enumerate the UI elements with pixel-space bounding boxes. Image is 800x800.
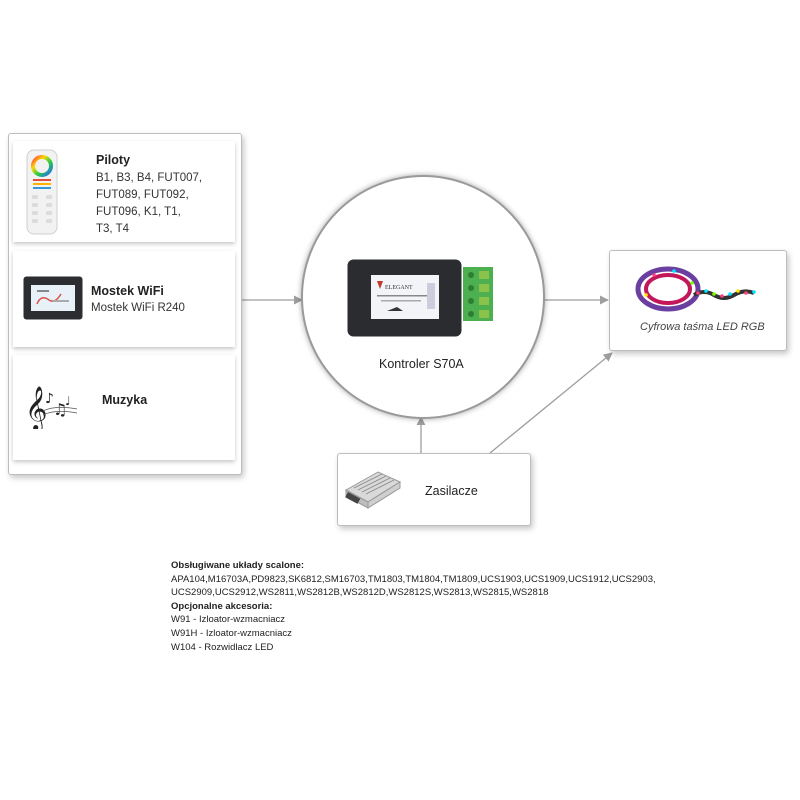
controller-brand: ELEGANT bbox=[385, 285, 413, 291]
music-title: Muzyka bbox=[102, 393, 148, 407]
svg-text:♫: ♫ bbox=[53, 400, 67, 419]
wifi-bridge-card: Mostek WiFi Mostek WiFi R240 bbox=[13, 251, 235, 347]
power-supply-label: Zasilacze bbox=[425, 484, 478, 498]
led-strip-panel: Cyfrowa taśma LED RGB bbox=[609, 250, 787, 351]
remotes-line-2: FUT089, FUT092, bbox=[96, 189, 189, 201]
arrow-power-to-strip bbox=[489, 352, 613, 454]
controller-label: Kontroler S70A bbox=[379, 357, 464, 371]
music-notes-icon: 𝄞 ♪ ♫ ♩ bbox=[25, 386, 78, 429]
chips-line-1: APA104,M16703A,PD9823,SK6812,SM16703,TM1… bbox=[171, 573, 656, 585]
led-strip-icon bbox=[635, 266, 756, 312]
wifi-bridge-title: Mostek WiFi bbox=[91, 284, 164, 298]
accessory-item: W91 - Izloator-wzmacniacz bbox=[171, 614, 286, 626]
music-card: 𝄞 ♪ ♫ ♩ Muzyka bbox=[13, 355, 235, 460]
controller-circle: ELEGANT Kontroler S70A bbox=[301, 175, 545, 419]
accessories-heading: Opcjonalne akcesoria: bbox=[171, 600, 273, 612]
svg-text:♪: ♪ bbox=[45, 391, 54, 407]
svg-text:♩: ♩ bbox=[65, 394, 71, 408]
remotes-line-4: T3, T4 bbox=[96, 223, 130, 235]
remotes-line-1: B1, B3, B4, FUT007, bbox=[96, 172, 203, 184]
info-block: Obsługiwane układy scalone: APA104,M1670… bbox=[171, 559, 656, 654]
rgb-remote-icon bbox=[26, 149, 58, 235]
power-supply-panel: Zasilacze bbox=[337, 453, 531, 526]
accessory-item: W91H - Izloator-wzmacniacz bbox=[171, 627, 292, 639]
accessory-item: W104 - Rozwidlacz LED bbox=[171, 641, 274, 653]
wifi-bridge-icon bbox=[23, 276, 83, 320]
remotes-title: Piloty bbox=[96, 153, 131, 167]
remotes-line-3: FUT096, K1, T1, bbox=[96, 206, 181, 218]
power-supply-icon bbox=[344, 471, 402, 509]
chips-line-2: UCS2909,UCS2912,WS2811,WS2812B,WS2812D,W… bbox=[171, 587, 549, 599]
remotes-card: Piloty B1, B3, B4, FUT007, FUT089, FUT09… bbox=[13, 141, 235, 242]
chips-heading: Obsługiwane układy scalone: bbox=[171, 560, 305, 571]
wifi-bridge-subtitle: Mostek WiFi R240 bbox=[91, 302, 185, 314]
led-strip-label: Cyfrowa taśma LED RGB bbox=[640, 321, 765, 333]
svg-text:𝄞: 𝄞 bbox=[25, 386, 47, 429]
controller-device-icon: ELEGANT bbox=[347, 259, 493, 337]
